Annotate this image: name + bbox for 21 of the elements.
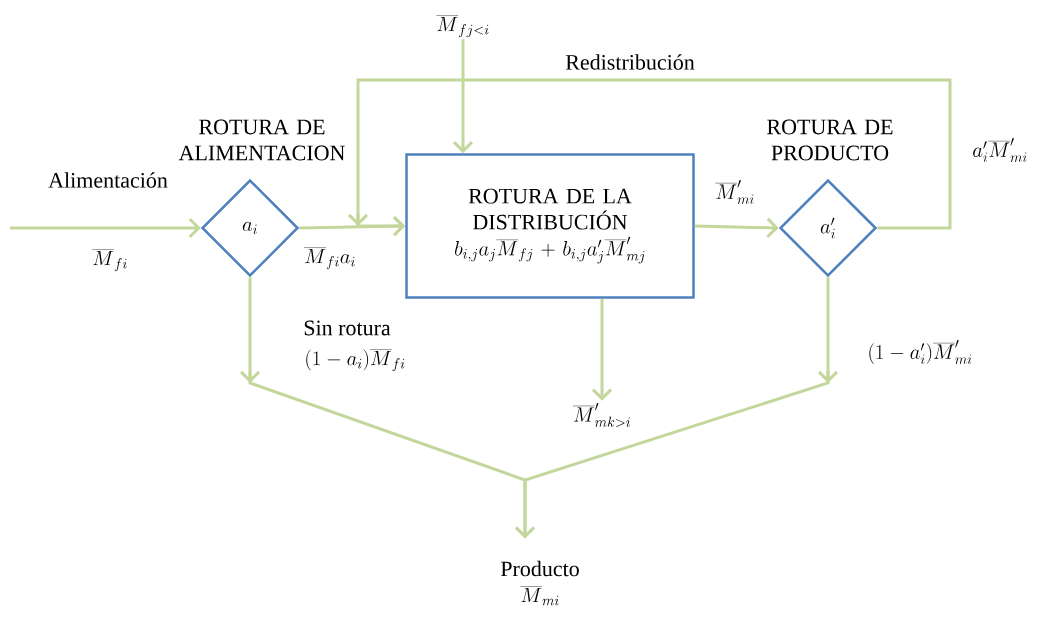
flow-label: $\overline{M}_{fi}$ xyxy=(92,249,127,272)
diamond-heading: ROTURA DE ALIMENTACION xyxy=(178,119,345,161)
process-box: ROTURA DE LA DISTRIBUCIÓN $b_{i,j}a_j\overline{M}_{fj} + b_{i,j}a'_j\overline{M}'_{mj}$ xyxy=(405,153,695,299)
flow-label: $a'_i\overline{M}'_{mi}$ xyxy=(973,138,1027,162)
edge-label: $\overline{M}_{fi}a_i$ xyxy=(303,245,357,271)
arrow xyxy=(694,217,779,238)
arrow xyxy=(10,217,201,239)
edge-label: $(1-a'_i)\overline{M}'_{mi}$ xyxy=(866,339,974,365)
flow-label: $(1-a_i)\overline{M}_{fi}$ xyxy=(306,349,405,372)
arrow xyxy=(452,39,474,154)
arrow xyxy=(514,277,839,539)
edge-label: $\overline{M}'_{mi}$ xyxy=(714,179,756,205)
edge-label: Alimentación xyxy=(47,171,169,189)
diamond-heading: ROTURA DE PRODUCTO xyxy=(767,119,893,161)
flow-text: $\overline{M}_{fj<i}$ xyxy=(436,15,489,38)
flow-text: $\overline{M}'_{mk>i}$ xyxy=(572,402,630,428)
edge-label: Redistribución xyxy=(564,53,696,71)
arrow xyxy=(591,298,613,401)
arrow xyxy=(347,78,952,237)
flow-text: Producto $\overline{M}_{mi}$ xyxy=(500,560,579,606)
edge-label: Sin rotura xyxy=(302,319,392,337)
